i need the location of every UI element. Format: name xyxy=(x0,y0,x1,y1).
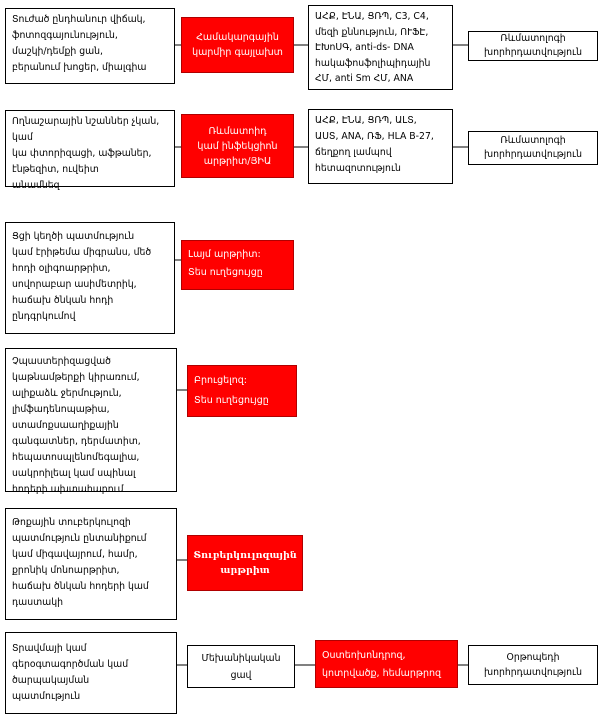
symptom-box-tuberculosis: Թոքային տուբերկուլոզի պատմություն ընտանի… xyxy=(5,508,177,620)
tests-box-lupus: ԱՀՔ, ԷՆԱ, ՑՌՊ, C3, C4, մեզի քննություն, … xyxy=(308,5,453,90)
tests-box-rheumatoid: ԱՀՔ, ԷՆԱ, ՑՌՊ, ԱԼՏ, ԱՍՏ, ANA, ՌՖ, HLA B-… xyxy=(308,109,453,184)
referral-rheumatology-1: Ռևմատոլոգի խորհրդատվություն xyxy=(468,31,598,61)
referral-orthopedics: Օրթոպեդի խորհրդատվություն xyxy=(468,645,598,685)
mechanical-pain-box: Մեխանիկական ցավ xyxy=(187,645,295,688)
symptom-box-lyme: Ցցի կեղծի պատմություն կամ էրիթեմա միգրան… xyxy=(5,222,175,334)
symptom-box-rheumatoid: Ողնաշարային նշաններ չկան, կամ կա փտորիզա… xyxy=(5,110,175,191)
symptom-box-brucellosis: Չպաստերիզացված կաթնամթերքի կիրառում, ալի… xyxy=(5,348,177,495)
diagnosis-orthopedic: Օստեոխոնդրոզ, կոտրվածք, հեմարթրոզ xyxy=(315,640,458,688)
diagnosis-tuberculosis: Տուբերկուլոզային արթրիտ xyxy=(187,535,303,591)
diagnosis-lupus: Համակարգային կարմիր գայլախտ xyxy=(181,17,294,73)
diagnosis-lyme: Լայմ արթրիտ: Տես ուղեցույցը xyxy=(181,240,294,290)
diagnosis-rheumatoid: Ռևմատոիդ կամ ինֆեկցիոն արթրիտ/ՅԻԱ xyxy=(181,114,294,178)
symptom-box-lupus: Տուժած ընդհանուր վիճակ, ֆոտոզգայունությո… xyxy=(5,8,175,84)
symptom-box-trauma: Տրավմայի կամ գերօգտագործման կամ ծարպակայ… xyxy=(5,632,177,714)
referral-rheumatology-2: Ռևմատոլոգի խորհրդատվություն xyxy=(468,131,598,165)
diagnosis-brucellosis: Բրուցելոզ: Տես ուղեցույցը xyxy=(187,365,297,417)
